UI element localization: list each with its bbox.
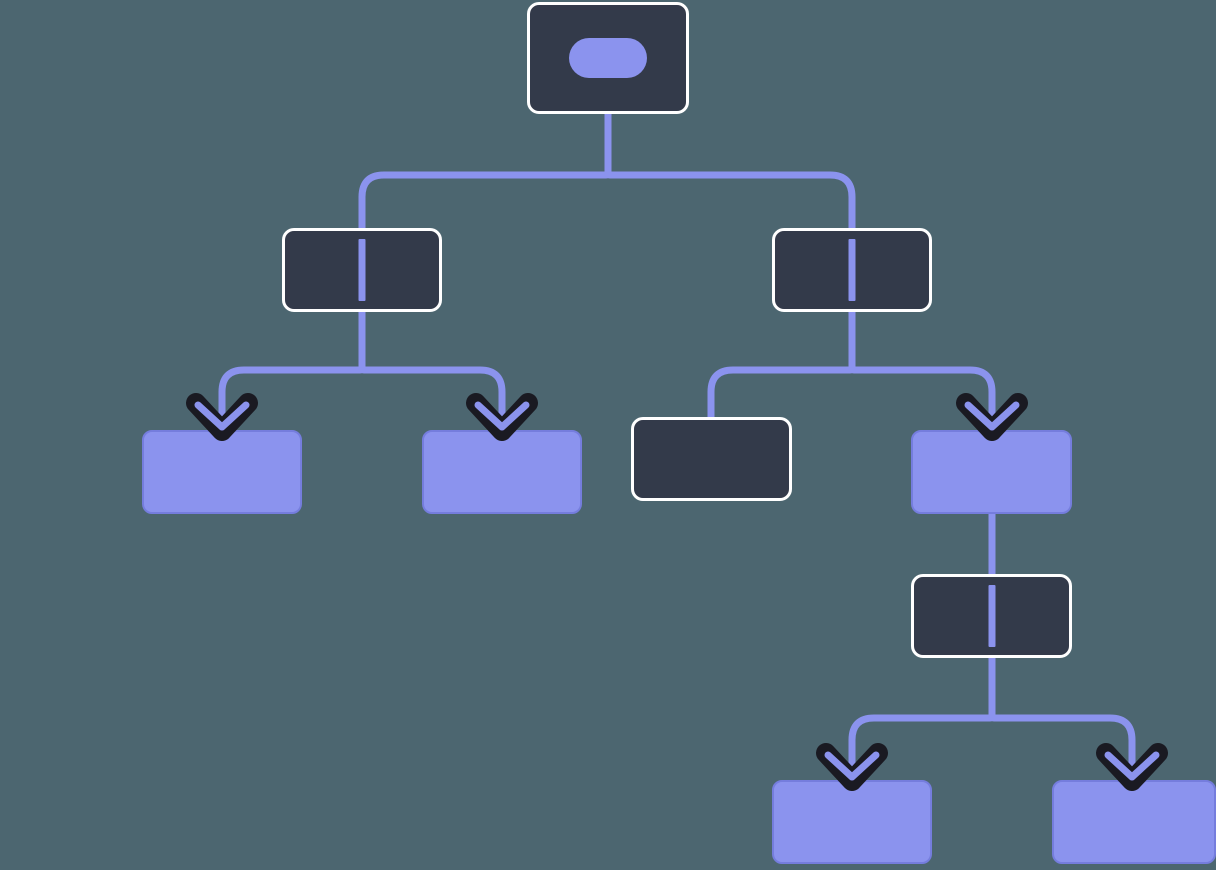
node-inner-connector-line: [848, 239, 856, 301]
node-n-right[interactable]: [772, 228, 932, 312]
node-leaf-a[interactable]: [142, 430, 302, 514]
node-pill-badge: [569, 38, 647, 78]
node-leaf-e[interactable]: [1052, 780, 1216, 864]
node-inner-connector-line: [358, 239, 366, 301]
node-leaf-d[interactable]: [772, 780, 932, 864]
node-n-left[interactable]: [282, 228, 442, 312]
node-leaf-b[interactable]: [422, 430, 582, 514]
node-inner-connector-line: [988, 585, 995, 647]
node-root[interactable]: [527, 2, 689, 114]
node-leaf-c[interactable]: [911, 430, 1072, 514]
node-n-plain[interactable]: [631, 417, 792, 501]
node-n-deep[interactable]: [911, 574, 1072, 658]
